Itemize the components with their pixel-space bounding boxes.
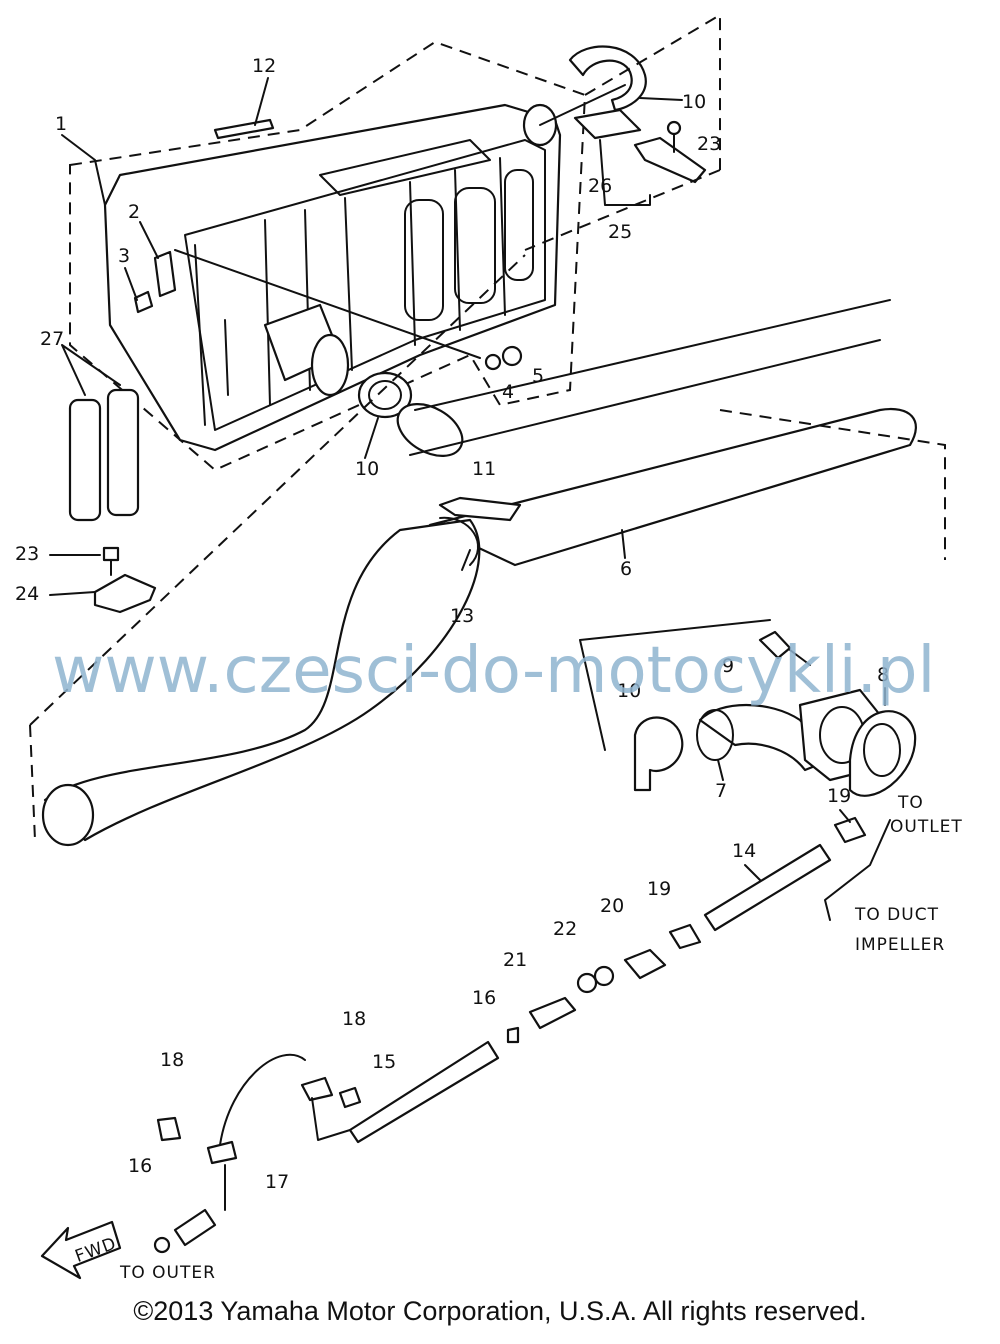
- callout-18-right: 18: [342, 1008, 366, 1030]
- hose-14: [703, 843, 832, 932]
- callout-16-mid: 16: [472, 987, 496, 1009]
- copyright-notice: ©2013 Yamaha Motor Corporation, U.S.A. A…: [133, 1296, 867, 1326]
- leader-line-4: [174, 249, 481, 359]
- callout-13: 13: [450, 605, 474, 627]
- callout-1: 1: [55, 113, 67, 135]
- hose-short: [173, 1208, 217, 1247]
- callout-12: 12: [252, 55, 276, 77]
- screw-3: [133, 290, 154, 314]
- callout-10-lower: 10: [617, 680, 641, 702]
- clamp-19-mid: [668, 923, 702, 950]
- hose-15: [348, 1040, 500, 1144]
- callout-18-left: 18: [160, 1049, 184, 1071]
- bracket-25: [633, 136, 707, 184]
- note-to-duct-1: TO DUCT: [854, 905, 939, 925]
- callout-26: 26: [588, 175, 612, 197]
- bolt-9: [758, 630, 792, 660]
- muffler-group-outline: [69, 40, 587, 472]
- washer-4: [484, 353, 502, 371]
- gasket-26: [573, 108, 642, 140]
- washer-22a: [576, 972, 598, 994]
- pad-12: [213, 118, 275, 140]
- callout-5: 5: [532, 365, 544, 387]
- muffler-box: [103, 103, 562, 452]
- plug-18-right: [338, 1086, 362, 1109]
- mounting-pads-27: [61, 344, 140, 522]
- callout-10-mid: 10: [355, 458, 379, 480]
- note-to-outlet-2: OUTLET: [890, 817, 963, 837]
- nipple-21: [528, 996, 577, 1030]
- callout-25: 25: [608, 221, 632, 243]
- callout-24: 24: [15, 583, 39, 605]
- fwd-arrow: FWD: [40, 1220, 122, 1280]
- callout-4: 4: [502, 381, 514, 403]
- washer-22b: [593, 965, 615, 987]
- bracket-24: [93, 573, 157, 614]
- callout-14: 14: [732, 840, 756, 862]
- callout-19-mid: 19: [647, 878, 671, 900]
- callout-22: 22: [553, 918, 577, 940]
- fitting-20: [623, 948, 667, 980]
- watermark: www.czesci-do-motocykli.pl: [52, 634, 935, 708]
- exhaust-hose-13: [41, 516, 481, 847]
- exploded-view-drawing: FWD 1 2 3 4 5 6 7 8 9 10 10 10 11 12 13 …: [15, 13, 963, 1283]
- note-to-duct-2: IMPELLER: [855, 935, 945, 955]
- callout-21: 21: [503, 949, 527, 971]
- note-to-outlet-1: TO: [897, 793, 924, 813]
- clamp-17-right: [300, 1076, 334, 1102]
- clamp-17-left: [206, 1140, 238, 1165]
- callout-6: 6: [620, 558, 632, 580]
- callout-15: 15: [372, 1051, 396, 1073]
- callout-23-top: 23: [697, 133, 721, 155]
- note-to-outer: TO OUTER: [119, 1263, 216, 1283]
- leader-line-10-top: [539, 84, 626, 126]
- callout-11: 11: [472, 458, 496, 480]
- bolt-23-top: [666, 120, 682, 136]
- callout-9: 9: [722, 655, 734, 677]
- clip-16-left: [153, 1236, 171, 1254]
- hose-clamp-11: [438, 496, 522, 522]
- bolt-23-left: [102, 546, 120, 562]
- callout-8: 8: [877, 664, 889, 686]
- bracket-2: [153, 250, 177, 298]
- callout-27: 27: [40, 328, 64, 350]
- exhaust-pipe-6: [396, 299, 917, 567]
- callout-3: 3: [118, 245, 130, 267]
- clip-16-mid: [506, 1026, 520, 1044]
- nut-5: [501, 345, 523, 367]
- hose-clamp-10-mid: [357, 371, 413, 419]
- callout-23-left: 23: [15, 543, 39, 565]
- hose-clamp-10-lower: [633, 716, 684, 792]
- callout-17: 17: [265, 1171, 289, 1193]
- callout-20: 20: [600, 895, 624, 917]
- gasket-8: [848, 710, 917, 797]
- hose-clamp-10-top: [568, 45, 647, 112]
- callout-7: 7: [715, 780, 727, 802]
- callout-19-top: 19: [827, 785, 851, 807]
- callout-2: 2: [128, 201, 140, 223]
- callout-10-top: 10: [682, 91, 706, 113]
- callout-16-left: 16: [128, 1155, 152, 1177]
- plug-18-left: [156, 1116, 182, 1142]
